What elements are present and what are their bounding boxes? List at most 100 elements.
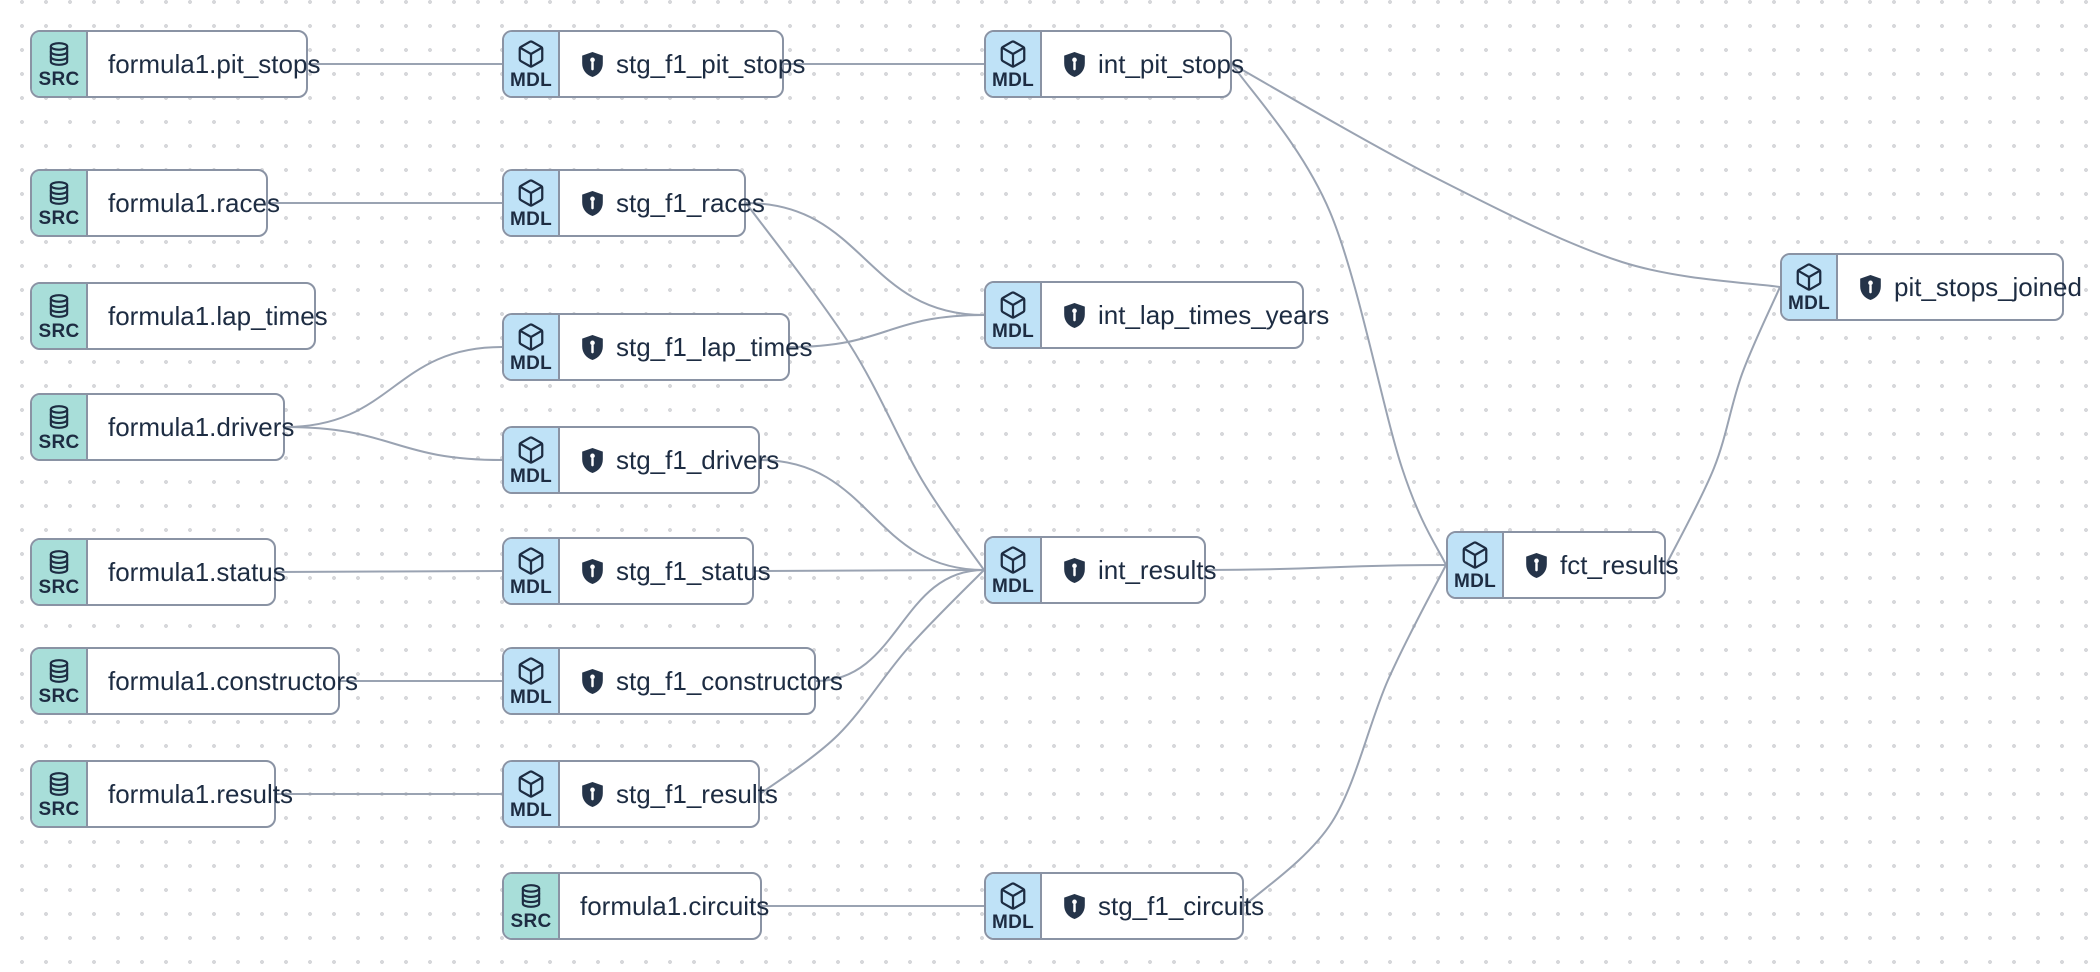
database-icon: [49, 549, 69, 574]
node-body: formula1.lap_times: [88, 284, 346, 348]
edge-stg_f1_drivers-to-int_results: [759, 459, 985, 571]
edge-stg_f1_lap_times-to-int_lap_times_years: [789, 314, 985, 348]
cube-icon: [518, 178, 544, 207]
shield-icon: [1860, 274, 1881, 300]
node-body: int_pit_stops: [1042, 32, 1262, 96]
node-src_circuits[interactable]: SRC formula1.circuits: [502, 872, 769, 940]
cube-icon: [1796, 262, 1822, 291]
cube-icon: [1000, 881, 1026, 910]
node-label: formula1.circuits: [580, 890, 770, 921]
edge-stg_f1_circuits-to-fct_results: [1243, 564, 1447, 907]
database-icon: [49, 404, 69, 429]
badge-label: SRC: [38, 798, 80, 820]
edge-int_pit_stops-to-fct_results: [1231, 63, 1447, 566]
cube-icon: [1000, 39, 1026, 68]
badge-label: MDL: [509, 465, 553, 487]
node-body: formula1.constructors: [88, 649, 376, 713]
model-badge: MDL: [504, 428, 560, 492]
node-label: formula1.status: [108, 556, 286, 587]
node-label: stg_f1_status: [616, 555, 771, 586]
badge-label: MDL: [509, 576, 553, 598]
shield-icon: [582, 668, 603, 694]
model-badge: MDL: [504, 539, 560, 603]
badge-label: MDL: [991, 320, 1035, 342]
node-src_constructors[interactable]: SRC formula1.constructors: [30, 647, 358, 715]
node-body: stg_f1_pit_stops: [560, 32, 823, 96]
node-body: formula1.results: [88, 762, 311, 826]
source-badge: SRC: [32, 395, 88, 459]
source-badge: SRC: [504, 874, 560, 938]
node-label: formula1.constructors: [108, 665, 358, 696]
shield-icon: [582, 781, 603, 807]
node-label: formula1.drivers: [108, 411, 295, 442]
database-icon: [49, 41, 69, 66]
edge-stg_f1_results-to-int_results: [759, 569, 985, 795]
node-body: formula1.drivers: [88, 395, 312, 459]
model-badge: MDL: [986, 283, 1042, 347]
badge-label: SRC: [38, 576, 80, 598]
node-label: stg_f1_constructors: [616, 665, 843, 696]
shield-icon: [582, 190, 603, 216]
shield-icon: [1526, 552, 1547, 578]
node-body: stg_f1_lap_times: [560, 315, 831, 379]
node-body: stg_f1_drivers: [560, 428, 797, 492]
shield-icon: [582, 51, 603, 77]
node-src_status[interactable]: SRC formula1.status: [30, 538, 286, 606]
model-badge: MDL: [504, 171, 560, 235]
badge-label: MDL: [1453, 570, 1497, 592]
cube-icon: [1462, 540, 1488, 569]
edge-int_pit_stops-to-pit_stops_joined: [1231, 63, 1781, 288]
database-icon: [49, 180, 69, 205]
badge-label: MDL: [991, 69, 1035, 91]
badge-label: MDL: [509, 352, 553, 374]
cube-icon: [518, 656, 544, 685]
shield-icon: [582, 447, 603, 473]
badge-label: SRC: [38, 685, 80, 707]
source-badge: SRC: [32, 540, 88, 604]
node-pit_stops_joined[interactable]: MDL pit_stops_joined: [1780, 253, 2082, 321]
badge-label: SRC: [38, 207, 80, 229]
database-icon: [49, 771, 69, 796]
model-badge: MDL: [1448, 533, 1504, 597]
badge-label: SRC: [38, 431, 80, 453]
model-badge: MDL: [504, 762, 560, 826]
node-src_drivers[interactable]: SRC formula1.drivers: [30, 393, 294, 461]
shield-icon: [582, 558, 603, 584]
node-body: stg_f1_circuits: [1042, 874, 1282, 938]
badge-label: MDL: [509, 208, 553, 230]
database-icon: [49, 658, 69, 683]
source-badge: SRC: [32, 762, 88, 826]
node-stg_f1_status[interactable]: MDL stg_f1_status: [502, 537, 771, 605]
node-label: pit_stops_joined: [1894, 271, 2082, 302]
node-label: int_results: [1098, 554, 1217, 585]
cube-icon: [1000, 545, 1026, 574]
shield-icon: [1064, 302, 1085, 328]
shield-icon: [582, 334, 603, 360]
node-body: stg_f1_status: [560, 539, 789, 603]
node-label: int_pit_stops: [1098, 48, 1244, 79]
node-int_pit_stops[interactable]: MDL int_pit_stops: [984, 30, 1244, 98]
node-label: stg_f1_races: [616, 187, 765, 218]
edge-stg_f1_status-to-int_results: [753, 569, 985, 572]
badge-label: MDL: [1787, 292, 1831, 314]
edge-stg_f1_races-to-int_lap_times_years: [745, 202, 985, 316]
badge-label: MDL: [991, 911, 1035, 933]
database-icon: [49, 293, 69, 318]
node-stg_f1_races[interactable]: MDL stg_f1_races: [502, 169, 765, 237]
shield-icon: [1064, 51, 1085, 77]
model-badge: MDL: [986, 538, 1042, 602]
node-int_results[interactable]: MDL int_results: [984, 536, 1217, 604]
